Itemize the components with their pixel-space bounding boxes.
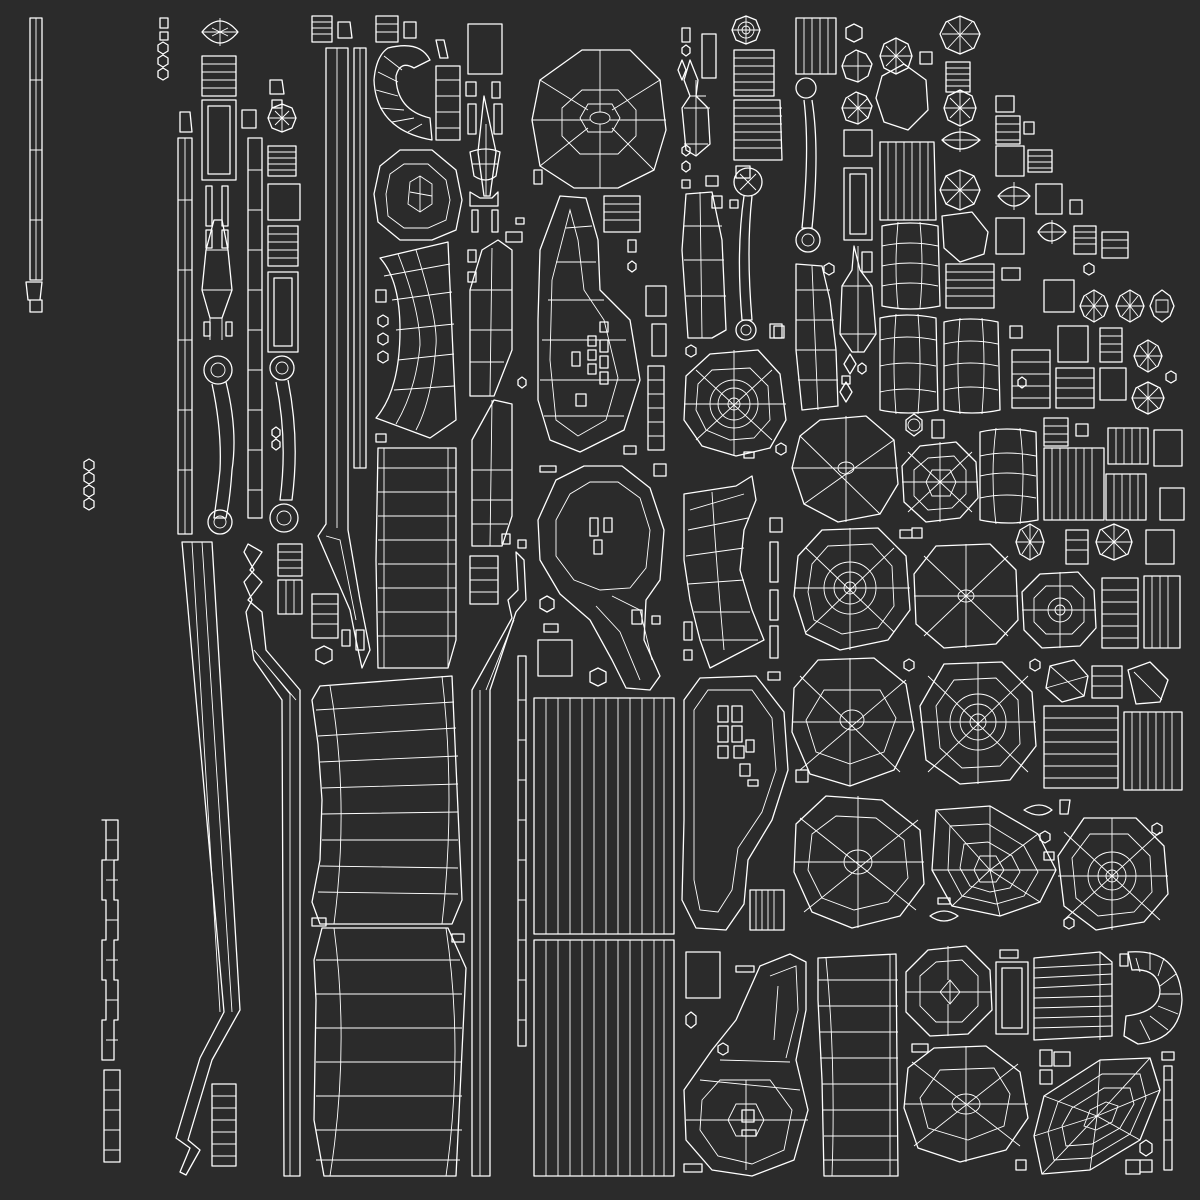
arc-segment-shell [373,39,461,141]
arc-segment-shell [1119,951,1183,1045]
long-strip-shell [177,111,193,535]
crank-handle-shell [269,355,299,533]
small-block-shell [311,917,465,943]
octagon-cap-shell [905,945,1019,1053]
octagon-cap-shell [841,23,873,125]
plank-grid-shell [795,17,837,75]
octagon-cap-shell [875,15,981,152]
plank-grid-shell [1043,705,1183,791]
small-block-shell [995,961,1029,1035]
plank-grid-shell [749,889,785,931]
curved-panel-shell [313,927,467,1177]
plank-grid-shell [1101,575,1181,649]
lens-shell [469,95,501,233]
tapered-hull-shell [681,675,789,931]
plank-grid-shell [1043,417,1185,521]
barrel-shell [879,141,1001,415]
octagon-cap-shell [731,15,761,179]
wheel-hub-shell [793,527,911,651]
plank-grid-shell [1033,951,1113,1041]
curved-panel-shell [375,241,457,439]
octagon-cap-shell [1079,289,1177,415]
plank-grid-shell [267,145,301,353]
small-block-shell [683,951,755,1173]
wheel-hub-shell [791,415,899,523]
small-block-shell [1009,262,1127,409]
wheel-hub-shell [919,661,1037,785]
small-block-shell [157,17,169,81]
small-block-shell [469,376,527,605]
long-strip-shell [175,541,241,1176]
small-block-shell [277,543,339,665]
lens-shell [1033,1057,1161,1175]
lens-shell [929,799,1163,930]
curved-panel-shell [817,953,899,1177]
octagon-cap-shell [905,413,1175,565]
small-block-shell [537,595,661,687]
small-block-shell [465,23,503,135]
small-block-shell [211,1083,237,1167]
curved-panel-shell [683,475,765,669]
lens-shell [839,245,877,403]
wheel-hub-shell [793,795,925,929]
wheel-hub-shell [791,657,915,787]
long-strip-shell [247,137,263,519]
octagon-cap-shell [373,149,463,241]
plank-grid-shell [733,49,783,161]
small-block-shell [539,285,667,477]
plank-grid-shell [533,697,675,1177]
wheel-hub-shell [903,1045,1029,1163]
small-block-shell [311,15,417,443]
small-block-shell [533,169,641,273]
crank-handle-shell [201,185,233,340]
long-strip-shell [317,47,371,669]
long-strip-shell [471,551,527,1177]
tapered-hull-shell [683,953,809,1177]
wheel-hub-shell [913,543,1019,649]
tapered-hull-shell [681,191,739,339]
small-block-shell [83,458,95,511]
small-block-shell [467,217,525,283]
plank-grid-shell [201,55,237,181]
wheel-hub-shell [1021,571,1097,649]
crank-handle-shell [203,355,235,535]
barrel-shell [979,427,1039,525]
long-strip-shell [25,17,43,313]
wheel-hub-shell [531,49,667,189]
lens-shell [201,18,239,46]
long-strip-shell [101,819,121,1163]
curved-panel-shell [375,447,457,669]
long-strip-shell [243,543,301,1177]
crank-handle-shell [795,77,821,253]
lens-shell [681,59,711,157]
crank-handle-shell [733,167,783,341]
small-block-shell [683,517,809,783]
octagon-cap-shell [903,658,1169,705]
tapered-hull-shell [469,239,513,547]
curved-panel-shell [311,675,463,925]
tapered-hull-shell [537,195,641,453]
small-block-shell [773,129,873,456]
small-block-shell [1015,1049,1175,1175]
octagon-cap-shell [267,103,297,133]
wheel-hub-shell [1057,817,1169,931]
octagon-cap-shell [939,95,1129,309]
wheel-hub-shell [899,441,979,539]
wheel-hub-shell [683,349,787,459]
tapered-hull-shell [795,263,839,411]
tapered-hull-shell [537,465,665,691]
